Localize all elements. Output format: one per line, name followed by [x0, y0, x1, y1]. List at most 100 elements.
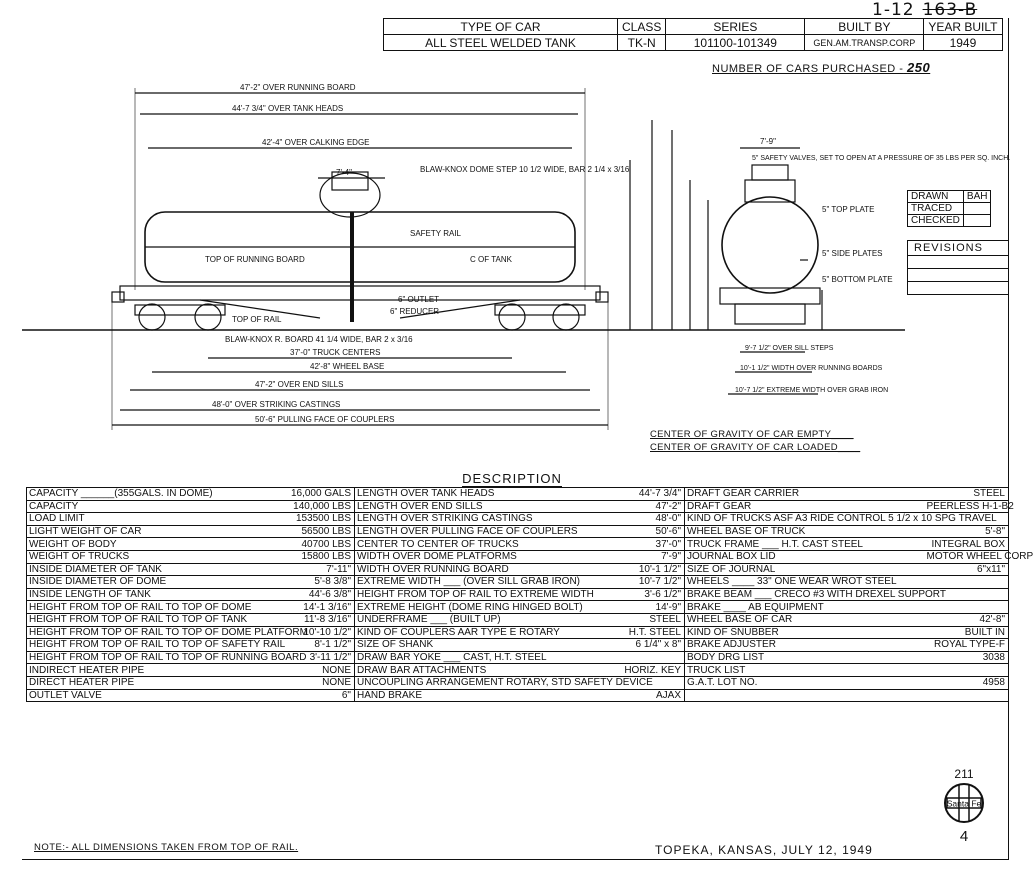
logo-number: 211 [954, 767, 974, 781]
revision-row [908, 282, 1008, 294]
note-running-board: TOP OF RUNNING BOARD [205, 255, 305, 264]
spec-label: WHEEL BASE OF CAR [684, 612, 925, 627]
spec-value: STEEL [924, 487, 1009, 501]
spec-value: 5'-8 3/8" [256, 575, 355, 589]
spec-value: 140,000 LBS [256, 499, 355, 514]
spec-value: MOTOR WHEEL CORP [924, 549, 1033, 564]
spec-label: WIDTH OVER DOME PLATFORMS [354, 549, 605, 564]
signoff-value [962, 214, 992, 227]
spec-label: LENGTH OVER STRIKING CASTINGS [354, 512, 605, 526]
spec-label: OUTLET VALVE [26, 688, 257, 703]
spec-label: DRAFT GEAR [684, 499, 925, 514]
spec-value: 56500 LBS [256, 524, 355, 539]
spec-value: 3'-6 1/2" [604, 587, 685, 602]
header-label: BUILT BY [804, 18, 925, 35]
spec-value [604, 650, 685, 665]
spec-label: BODY DRG LIST [684, 650, 925, 665]
place-date: TOPEKA, KANSAS, JULY 12, 1949 [655, 843, 873, 857]
spec-label: CAPACITY [26, 499, 257, 514]
dim-striking-castings: 48'-0" OVER STRIKING CASTINGS [212, 400, 340, 409]
signoff-label: TRACED [907, 202, 964, 215]
description-table: CAPACITY ______(355GALS. IN DOME)16,000 … [26, 487, 1033, 703]
sheet-number: 4 [959, 828, 969, 845]
spec-label: WHEELS ____ 33" ONE WEAR WROT STEEL [684, 575, 925, 589]
spec-value: INTEGRAL BOX [924, 537, 1009, 551]
struck-reference: 163-B [922, 0, 978, 20]
description-row: HEIGHT FROM TOP OF RAIL TO TOP OF SAFETY… [26, 638, 1009, 652]
spec-value: 47'-2" [604, 499, 685, 514]
spec-value: 10'-7 1/2" [604, 575, 685, 589]
spec-label: KIND OF TRUCKS ASF A3 RIDE CONTROL 5 1/2… [684, 512, 997, 526]
spec-value: 10'-1 1/2" [604, 562, 685, 577]
spec-label: LENGTH OVER END SILLS [354, 499, 605, 514]
spec-label: BRAKE ADJUSTER [684, 638, 925, 652]
spec-label: LENGTH OVER TANK HEADS [354, 487, 605, 501]
note-blaw-knox-board: BLAW-KNOX R. BOARD 41 1/4 WIDE, BAR 2 x … [225, 335, 413, 344]
spec-value: 3038 [924, 650, 1009, 665]
spec-value: 153500 LBS [256, 512, 355, 526]
spec-label: KIND OF COUPLERS AAR TYPE E ROTARY [354, 625, 605, 640]
sheet-border [22, 18, 1009, 860]
note-side-plates: 5" SIDE PLATES [822, 249, 883, 258]
spec-label: EXTREME HEIGHT (DOME RING HINGED BOLT) [354, 600, 605, 614]
header-value: ALL STEEL WELDED TANK [383, 34, 618, 51]
spec-value [924, 688, 1009, 703]
spec-value: 16,000 GALS [256, 487, 355, 501]
dim-end-sills: 47'-2" OVER END SILLS [255, 380, 343, 389]
spec-value: STEEL [604, 612, 685, 627]
description-row: HEIGHT FROM TOP OF RAIL TO TOP OF RUNNIN… [26, 650, 1009, 665]
header-label: YEAR BUILT [923, 18, 1003, 35]
header-value: 1949 [923, 34, 1003, 51]
header-value: 101100-101349 [665, 34, 806, 51]
spec-value: 4958 [924, 675, 1009, 690]
note-bottom-plate: 5" BOTTOM PLATE [822, 275, 893, 284]
spec-label: DRAW BAR ATTACHMENTS [354, 663, 605, 677]
spec-label: INSIDE LENGTH OF TANK [26, 587, 257, 602]
header-label: CLASS [616, 18, 667, 35]
dim-tank-heads: 44'-7 3/4" OVER TANK HEADS [232, 104, 343, 113]
santa-fe-logo: 211 Santa Fe 4 [936, 767, 992, 847]
spec-value: 42'-8" [924, 612, 1009, 627]
note-top-plate: 5" TOP PLATE [822, 205, 875, 214]
note-safety-valves: 5" SAFETY VALVES, SET TO OPEN AT A PRESS… [752, 155, 1010, 162]
dim-dome-width: 7'-4" [336, 168, 352, 177]
signoff-label: DRAWN [907, 190, 964, 203]
note-dome-step: BLAW-KNOX DOME STEP 10 1/2 WIDE, BAR 2 1… [420, 165, 630, 174]
spec-label: HAND BRAKE [354, 688, 605, 703]
dim-running-board: 47'-2" OVER RUNNING BOARD [240, 83, 356, 92]
cars-purchased: NUMBER OF CARS PURCHASED - 250 [712, 60, 930, 75]
header-value: TK-N [616, 34, 667, 51]
header-label: TYPE OF CAR [383, 18, 618, 35]
tank-car-drawing: 47'-2" OVER RUNNING BOARD 44'-7 3/4" OVE… [22, 83, 1010, 430]
dim-calking-edge: 42'-4" OVER CALKING EDGE [262, 138, 370, 147]
logo-text: Santa Fe [947, 799, 982, 809]
spec-value: 5'-8" [924, 524, 1009, 539]
note-center-tank: C OF TANK [470, 255, 513, 264]
spec-value [924, 575, 1009, 589]
santa-fe-cross-icon: Santa Fe [944, 783, 984, 823]
spec-label: DRAW BAR YOKE ___ CAST, H.T. STEEL [354, 650, 605, 665]
spec-value: 15800 LBS [256, 549, 355, 564]
spec-label: LENGTH OVER PULLING FACE OF COUPLERS [354, 524, 605, 539]
spec-value [924, 600, 1009, 614]
spec-label: JOURNAL BOX LID [684, 549, 925, 564]
signoff-label: CHECKED [907, 214, 964, 227]
cg-empty: CENTER OF GRAVITY OF CAR EMPTY____ [650, 429, 854, 440]
spec-value: 44'-7 3/4" [604, 487, 685, 501]
spec-value: 37'-0" [604, 537, 685, 551]
dim-over-running-boards: 10'-1 1/2" WIDTH OVER RUNNING BOARDS [740, 365, 883, 372]
spec-value: AJAX [604, 688, 685, 703]
revisions-box: REVISIONS [907, 240, 1009, 295]
spec-label: DRAFT GEAR CARRIER [684, 487, 925, 501]
